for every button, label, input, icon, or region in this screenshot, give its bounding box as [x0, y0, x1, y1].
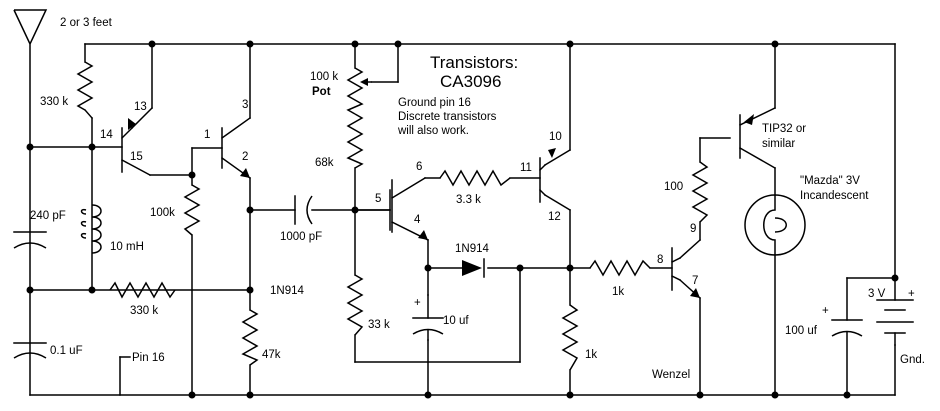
title-line2: CA3096 — [440, 72, 501, 91]
capacitor-240pf — [13, 231, 47, 249]
label-pot: Pot — [312, 86, 331, 98]
label-330k-top: 330 k — [40, 96, 68, 108]
lamp-incandescent — [744, 194, 806, 256]
label-68k: 68k — [315, 157, 334, 169]
label-100k: 100k — [150, 207, 175, 219]
label-author: Wenzel — [652, 369, 690, 381]
pin-label: 14 — [100, 129, 113, 141]
label-d2: 1N914 — [270, 285, 304, 297]
label-47k: 47k — [262, 349, 281, 361]
antenna-label: 2 or 3 feet — [60, 17, 113, 29]
pin-label: 10 — [549, 131, 562, 143]
transistor-q10-11-12 — [538, 148, 556, 203]
label-battery: 3 V — [868, 288, 886, 300]
pin-label: 1 — [204, 129, 210, 141]
capacitor-1000pf — [294, 195, 313, 225]
title-line1: Transistors: — [430, 53, 518, 72]
label-330k-bottom: 330 k — [130, 305, 158, 317]
pin-label: 4 — [414, 214, 421, 226]
label-01uf: 0.1 uF — [50, 345, 83, 357]
note-line1: Ground pin 16 — [398, 97, 471, 109]
label-pot-value: 100 k — [310, 71, 338, 83]
label-10uf: 10 uf — [443, 315, 469, 327]
pin-label: 2 — [242, 151, 248, 163]
label-d1: 1N914 — [455, 243, 489, 255]
resistor-330k-bottom — [109, 281, 176, 299]
plus-sign-10uf: + — [414, 297, 421, 309]
pin-label: 13 — [134, 101, 147, 113]
transistor-q7-8-9 — [670, 247, 700, 298]
label-gnd: Gnd. — [900, 354, 925, 366]
pin-label: 3 — [242, 99, 248, 111]
label-lamp-line2: Incandescent — [800, 190, 869, 202]
resistor-100 — [691, 161, 709, 223]
pin-label: 7 — [692, 275, 698, 287]
resistor-1k-ground — [561, 304, 579, 371]
label-tip32: TIP32 or — [762, 123, 806, 135]
pin-label: 8 — [657, 254, 663, 266]
capacitor-0-1uf — [13, 342, 47, 359]
label-pin16: Pin 16 — [132, 352, 165, 364]
note-line3: will also work. — [397, 125, 469, 137]
note-line2: Discrete transistors — [398, 111, 497, 123]
label-1000pf: 1000 pF — [280, 231, 322, 243]
resistor-3-3k — [439, 169, 511, 187]
label-33k: 33 k — [368, 319, 390, 331]
pin-label: 11 — [520, 162, 532, 174]
label-100uf: 100 uf — [785, 325, 818, 337]
label-tip32-line2: similar — [762, 138, 795, 150]
plus-sign-100uf: + — [822, 305, 829, 317]
label-lamp-line1: "Mazda" 3V — [800, 175, 860, 187]
resistor-33k — [346, 274, 364, 336]
resistor-100k-left — [183, 184, 201, 236]
capacitor-100uf — [831, 319, 863, 337]
antenna-symbol — [13, 9, 48, 46]
pin-label: 9 — [690, 223, 696, 235]
junction-dots — [26, 40, 899, 399]
pin-label: 12 — [548, 211, 561, 223]
inductor-10mh — [80, 204, 102, 254]
transistor-q13-14 — [120, 118, 136, 173]
transistor-tip32 — [739, 114, 754, 159]
plus-sign-battery: + — [908, 288, 915, 300]
resistor-1k-series — [589, 259, 651, 277]
capacitor-10uf — [412, 294, 444, 341]
pin-label: 6 — [416, 161, 422, 173]
pin-label: 15 — [130, 151, 143, 163]
wiring — [29, 43, 896, 396]
resistor-47k — [241, 309, 259, 366]
resistor-68k — [346, 113, 364, 169]
pin-label: 5 — [375, 193, 381, 205]
potentiometer-100k — [346, 67, 372, 115]
resistor-330k-top — [76, 61, 94, 120]
label-10mh: 10 mH — [110, 241, 144, 253]
label-240pf: 240 pF — [30, 210, 66, 222]
label-100: 100 — [664, 181, 683, 193]
label-3-3k: 3.3 k — [456, 194, 481, 206]
label-1k-series: 1k — [612, 286, 624, 298]
transistor-q1-2-3 — [220, 116, 252, 180]
battery-3v — [876, 299, 914, 346]
transistor-q4-5-6 — [391, 179, 428, 240]
label-1k-ground: 1k — [585, 349, 597, 361]
diode-d1 — [462, 258, 485, 278]
